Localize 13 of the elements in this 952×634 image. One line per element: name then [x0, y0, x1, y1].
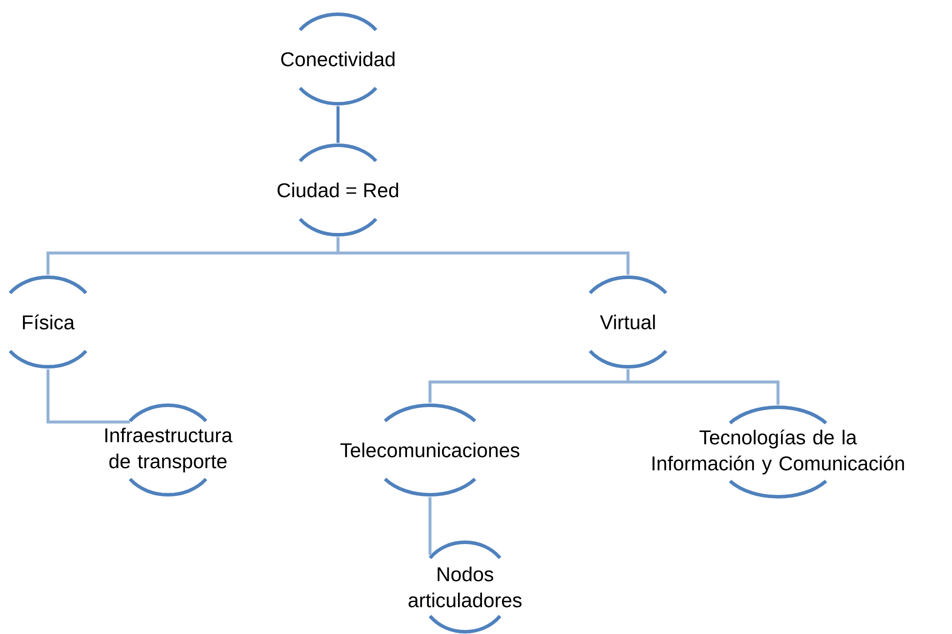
connector-line	[46, 369, 130, 424]
arc-node: Virtual	[588, 276, 668, 368]
arc-node: Telecomunicaciones	[340, 404, 520, 496]
arc-node: Ciudad = Red	[278, 144, 398, 236]
connector-line	[336, 237, 630, 275]
arc-node: Conectividad	[281, 12, 394, 106]
arc-node: Tecnologías de la Información y Comunicación	[652, 406, 904, 498]
connector-line	[336, 106, 340, 143]
arc-node: Infraestructura de transporte	[105, 404, 232, 496]
arc-node: Nodos articuladores	[408, 540, 522, 634]
connector-line	[626, 369, 780, 405]
connector-line	[428, 497, 432, 555]
arc-node: Física	[8, 276, 88, 368]
